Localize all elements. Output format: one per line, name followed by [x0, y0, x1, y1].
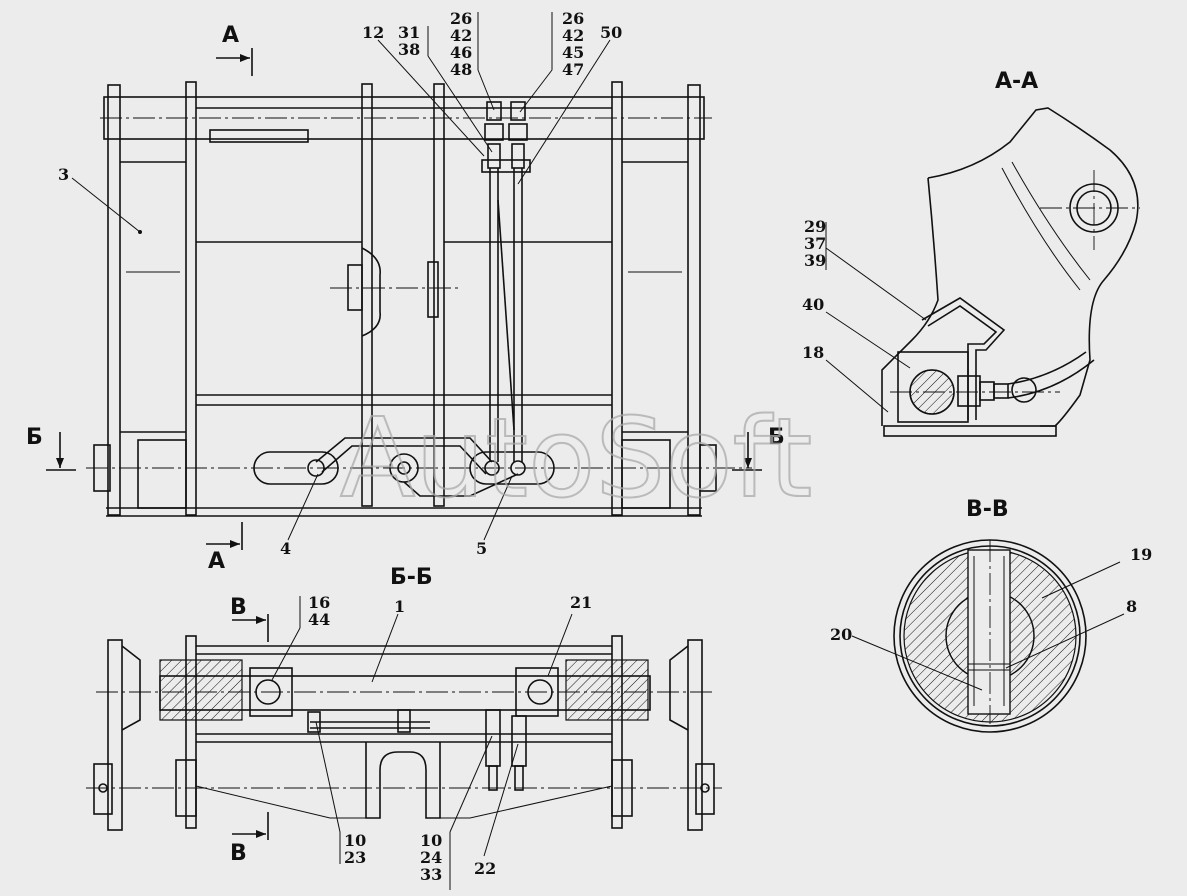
callout-50: 50 — [600, 23, 622, 42]
callout-18: 18 — [802, 343, 824, 362]
section-titles: А-А Б-Б В-В А А Б Б В В — [26, 23, 1038, 866]
leader-lines — [71, 12, 1125, 890]
callout-33: 33 — [420, 865, 442, 884]
callout-26b: 26 — [562, 9, 584, 28]
callout-4: 4 — [280, 539, 291, 558]
callout-10b: 10 — [420, 831, 442, 850]
callout-23: 23 — [344, 848, 366, 867]
cut-b-left-label: Б — [26, 425, 43, 450]
cut-v-top-label: В — [230, 595, 247, 620]
callout-26a: 26 — [450, 9, 472, 28]
callout-42a: 42 — [450, 26, 472, 45]
callout-16: 16 — [308, 593, 330, 612]
callout-5: 5 — [476, 539, 487, 558]
callout-31: 31 — [398, 23, 420, 42]
callout-20: 20 — [830, 625, 852, 644]
callout-48: 48 — [450, 60, 472, 79]
callout-47: 47 — [562, 60, 584, 79]
callout-3: 3 — [58, 165, 69, 184]
callout-10a: 10 — [344, 831, 366, 850]
callout-22: 22 — [474, 859, 496, 878]
cut-b-right-label: Б — [768, 425, 785, 450]
callout-29: 29 — [804, 217, 826, 236]
callout-42b: 42 — [562, 26, 584, 45]
watermark: AutoSoft — [340, 394, 812, 522]
section-bb-title: Б-Б — [390, 565, 433, 590]
callout-39: 39 — [804, 251, 826, 270]
callout-19: 19 — [1130, 545, 1152, 564]
callout-8: 8 — [1126, 597, 1137, 616]
section-bb — [86, 614, 722, 840]
callout-45: 45 — [562, 43, 584, 62]
callout-46: 46 — [450, 43, 472, 62]
callout-37: 37 — [804, 234, 826, 253]
section-aa-title: А-А — [995, 69, 1038, 94]
callout-24: 24 — [420, 848, 442, 867]
callout-44: 44 — [308, 610, 330, 629]
section-aa — [881, 107, 1140, 437]
main-view — [46, 48, 762, 550]
section-vv — [893, 539, 1087, 733]
section-vv-title: В-В — [966, 497, 1009, 522]
callout-38: 38 — [398, 40, 420, 59]
callout-12: 12 — [362, 23, 384, 42]
callout-labels: 3 4 5 12 31 38 26 42 46 48 26 42 45 47 5… — [58, 9, 1152, 884]
callout-21: 21 — [570, 593, 592, 612]
callout-40: 40 — [802, 295, 824, 314]
callout-1: 1 — [394, 597, 405, 616]
cut-a-bottom-label: А — [208, 549, 225, 574]
cut-v-bottom-label: В — [230, 841, 247, 866]
cut-a-top-label: А — [222, 23, 239, 48]
